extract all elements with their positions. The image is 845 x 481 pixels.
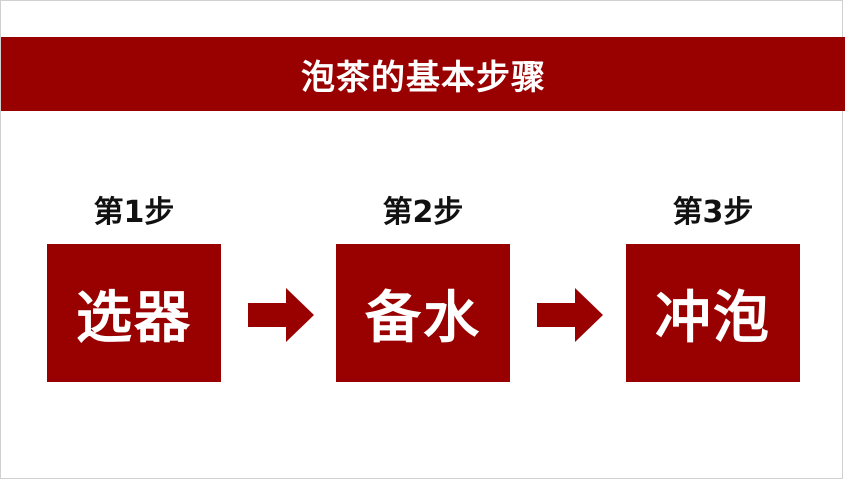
step-1-box: 选器 [47, 244, 221, 382]
step-3-text: 冲泡 [655, 285, 771, 351]
title-bar: 泡茶的基本步骤 [1, 37, 845, 111]
right-arrow-icon [248, 288, 314, 342]
right-arrow-icon [537, 288, 603, 342]
step-3-box: 冲泡 [626, 244, 800, 382]
step-2-text: 备水 [365, 285, 481, 351]
page-title: 泡茶的基本步骤 [301, 57, 546, 98]
step-2-box: 备水 [336, 244, 510, 382]
step-3-label: 第3步 [672, 195, 754, 230]
step-1-label: 第1步 [93, 195, 175, 230]
step-1-text: 选器 [76, 285, 192, 351]
step-2-label: 第2步 [382, 195, 464, 230]
